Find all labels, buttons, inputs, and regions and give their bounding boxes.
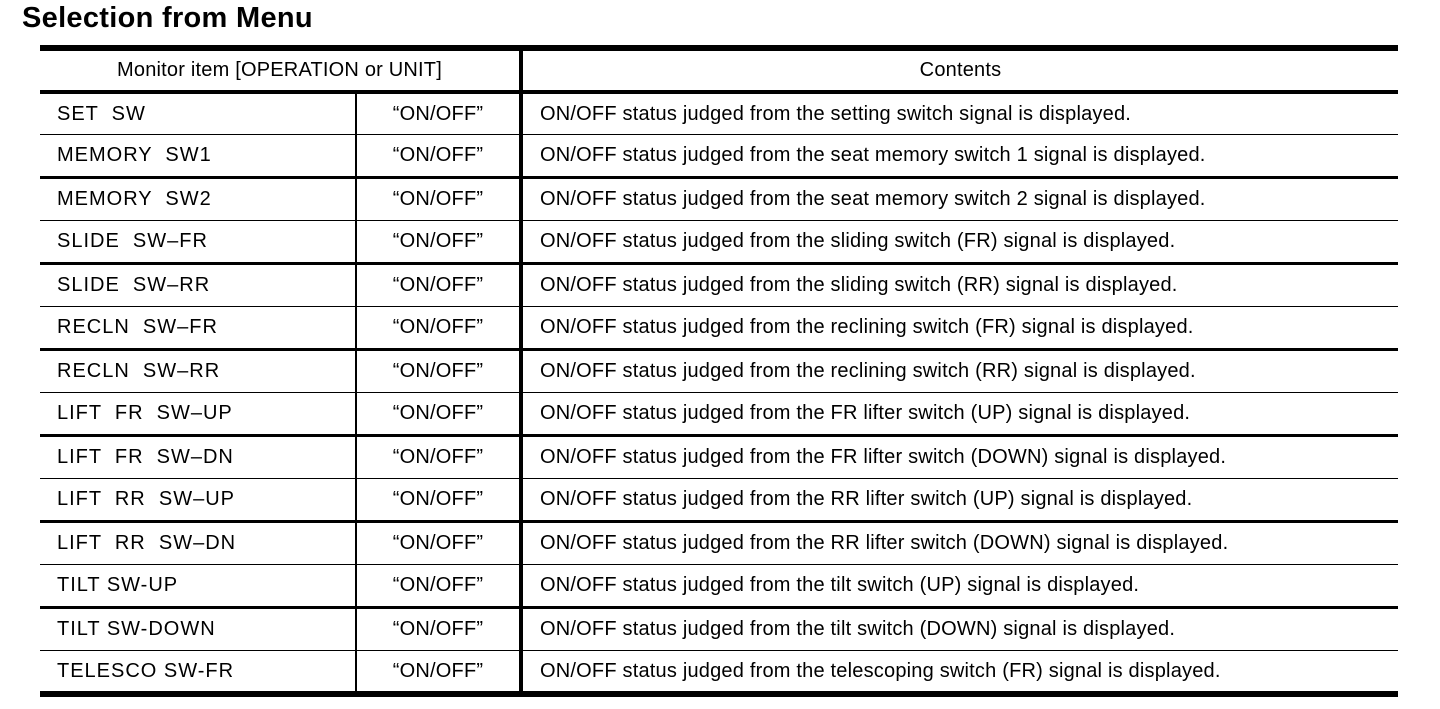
contents-header: Contents (521, 47, 1398, 94)
contents-cell: ON/OFF status judged from the seat memor… (521, 177, 1398, 222)
monitor-item-cell: TILT SW-UP (40, 564, 357, 610)
table-row: RECLN SW–FR “ON/OFF” ON/OFF status judge… (40, 306, 1398, 352)
monitor-item-cell: LIFT FR SW–UP (40, 392, 357, 438)
operation-cell: “ON/OFF” (356, 91, 523, 136)
contents-cell: ON/OFF status judged from the telescopin… (540, 659, 1221, 682)
monitor-item-cell: LIFT FR SW–DN (40, 435, 357, 480)
table-row: TILT SW-DOWN “ON/OFF” ON/OFF status judg… (40, 607, 1398, 652)
table-row: LIFT RR SW–UP “ON/OFF” ON/OFF status jud… (40, 478, 1398, 524)
contents-cell: ON/OFF status judged from the tilt switc… (521, 607, 1398, 652)
monitor-item-cell: LIFT RR SW–UP (40, 478, 357, 524)
table-row: LIFT RR SW–DN “ON/OFF” ON/OFF status jud… (40, 521, 1398, 566)
operation-cell: “ON/OFF” (356, 478, 523, 524)
table-row: LIFT FR SW–UP “ON/OFF” ON/OFF status jud… (40, 392, 1398, 438)
contents-cell: ON/OFF status judged from the RR lifter … (521, 521, 1398, 566)
operation-cell: “ON/OFF” (356, 134, 523, 180)
monitor-item-cell: RECLN SW–FR (40, 306, 357, 352)
contents-cell: ON/OFF status judged from the RR lifter … (521, 478, 1398, 524)
contents-cell: ON/OFF status judged from the sliding sw… (521, 263, 1398, 308)
contents-cell: ON/OFF status judged from the tilt switc… (521, 564, 1398, 610)
contents-cell: ON/OFF status judged from the FR lifter … (521, 435, 1398, 480)
table-row: MEMORY SW1 “ON/OFF” ON/OFF status judged… (40, 134, 1398, 180)
operation-cell: “ON/OFF” (356, 177, 523, 222)
table-row: TELESCO SW-FR “ON/OFF” ON/OFF status jud… (40, 650, 1398, 694)
operation-cell: “ON/OFF” (356, 564, 523, 610)
table-row: RECLN SW–RR “ON/OFF” ON/OFF status judge… (40, 349, 1398, 394)
table-row: SLIDE SW–RR “ON/OFF” ON/OFF status judge… (40, 263, 1398, 308)
monitor-item-cell: MEMORY SW2 (40, 177, 357, 222)
table-row: TILT SW-UP “ON/OFF” ON/OFF status judged… (40, 564, 1398, 610)
operation-cell: “ON/OFF” (356, 392, 523, 438)
monitor-item-cell: TELESCO SW-FR (40, 650, 357, 694)
table-header-row: Monitor item [OPERATION or UNIT] Content… (40, 47, 1398, 94)
contents-cell: ON/OFF status judged from the reclining … (521, 306, 1398, 352)
contents-cell: ON/OFF status judged from the sliding sw… (521, 220, 1398, 266)
table-row: MEMORY SW2 “ON/OFF” ON/OFF status judged… (40, 177, 1398, 222)
operation-cell: “ON/OFF” (356, 349, 523, 394)
monitor-item-cell: TILT SW-DOWN (40, 607, 357, 652)
operation-cell: “ON/OFF” (356, 263, 523, 308)
contents-cell: ON/OFF status judged from the seat memor… (521, 134, 1398, 180)
monitor-item-cell: SLIDE SW–RR (40, 263, 357, 308)
monitor-item-cell: SET SW (40, 91, 357, 136)
monitor-item-cell: SLIDE SW–FR (40, 220, 357, 266)
operation-cell: “ON/OFF” (356, 521, 523, 566)
contents-cell: ON/OFF status judged from the reclining … (521, 349, 1398, 394)
monitor-item-cell: RECLN SW–RR (40, 349, 357, 394)
table-row: LIFT FR SW–DN “ON/OFF” ON/OFF status jud… (40, 435, 1398, 480)
monitor-item-header: Monitor item [OPERATION or UNIT] (40, 47, 523, 94)
operation-cell: “ON/OFF” (356, 220, 523, 266)
monitor-item-cell: MEMORY SW1 (40, 134, 357, 180)
operation-cell: “ON/OFF” (356, 306, 523, 352)
table-row: SET SW “ON/OFF” ON/OFF status judged fro… (40, 91, 1398, 136)
monitor-item-cell: LIFT RR SW–DN (40, 521, 357, 566)
contents-cell: ON/OFF status judged from the setting sw… (521, 91, 1398, 136)
operation-cell: “ON/OFF” (356, 435, 523, 480)
operation-cell: “ON/OFF” (356, 650, 523, 694)
contents-cell: ON/OFF status judged from the FR lifter … (521, 392, 1398, 438)
monitor-items-table: Monitor item [OPERATION or UNIT] Content… (40, 44, 1398, 697)
operation-cell: “ON/OFF” (356, 607, 523, 652)
table-row: SLIDE SW–FR “ON/OFF” ON/OFF status judge… (40, 220, 1398, 266)
page-title: Selection from Menu (22, 2, 313, 34)
